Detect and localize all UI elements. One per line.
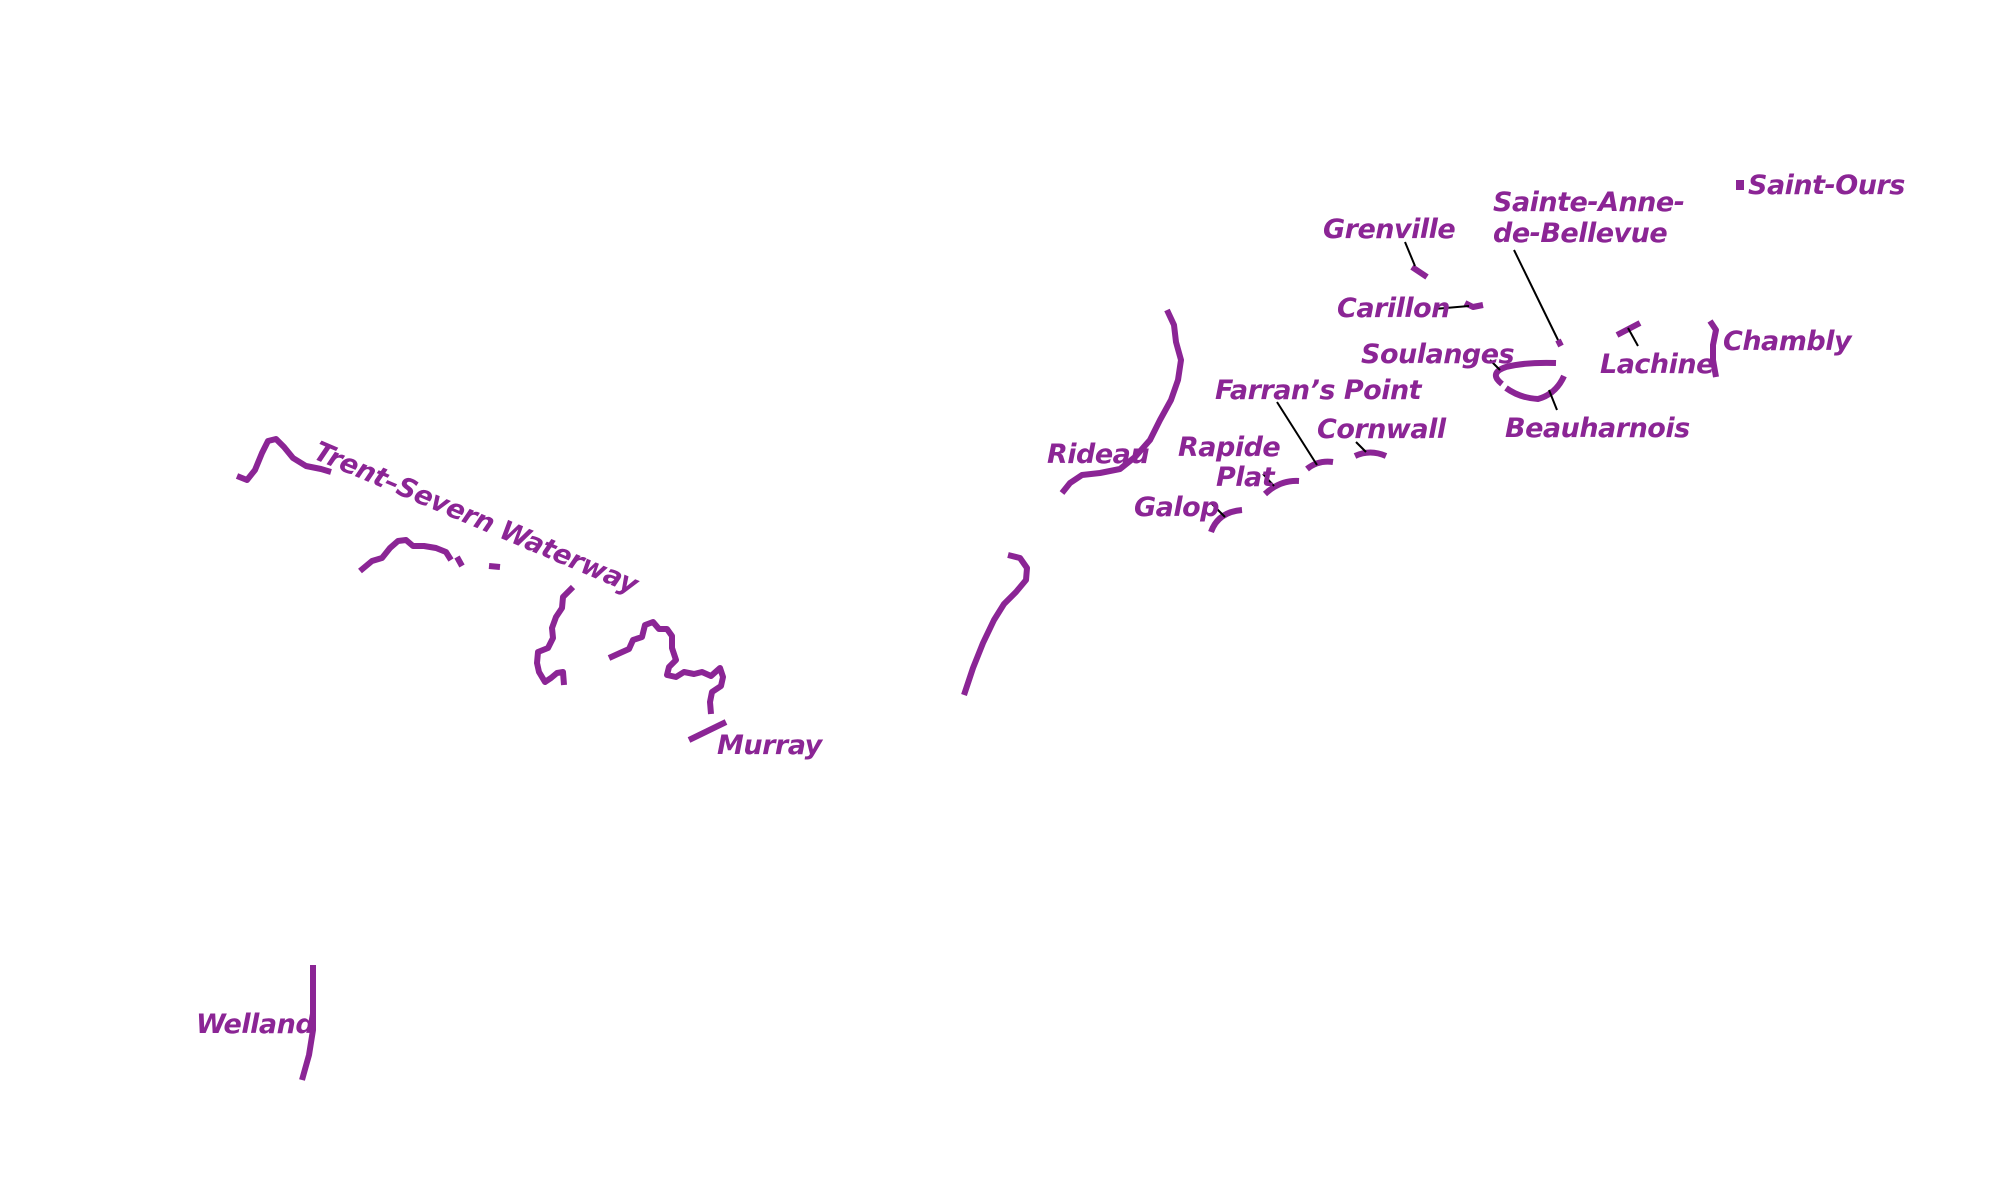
label-sainte-anne-de-bellevue-line-2: de-Bellevue: [1493, 218, 1667, 249]
trent-severn-segment-5: [534, 584, 576, 686]
trent-severn-segment-6: [607, 619, 726, 715]
label-carillon: Carillon: [1337, 293, 1450, 324]
label-murray: Murray: [717, 730, 824, 761]
trent-severn-segment-3: [454, 555, 465, 568]
trent-severn-segment-1: [235, 436, 332, 483]
trent-severn-segment-2: [358, 537, 454, 574]
sainte-anne-leader: [1513, 249, 1559, 341]
beauharnois-canal: [1504, 374, 1567, 402]
label-farrans-point: Farran’s Point: [1215, 375, 1423, 406]
label-lachine: Lachine: [1600, 349, 1714, 380]
label-soulanges: Soulanges: [1361, 339, 1515, 370]
farrans-point-canal: [1305, 458, 1334, 472]
murray-canal: [687, 719, 728, 743]
grenville-canal: [1410, 264, 1429, 280]
label-welland: Welland: [196, 1009, 315, 1040]
rapide-plat-canal: [1262, 477, 1300, 497]
rapide-plat-leader: [1262, 473, 1275, 487]
label-trent-severn-waterway: Trent–Severn Waterway: [309, 436, 644, 601]
label-chambly: Chambly: [1723, 326, 1853, 357]
galop-leader: [1210, 502, 1226, 518]
galop-canal: [1208, 507, 1243, 534]
label-rideau: Rideau: [1047, 439, 1149, 470]
carillon-canal: [1463, 300, 1484, 310]
label-rapide-plat-line-2: Plat: [1216, 462, 1276, 493]
rideau-canal-north: [1059, 308, 1184, 495]
welland-canal: [299, 965, 316, 1081]
label-cornwall: Cornwall: [1317, 414, 1447, 445]
cornwall-leader: [1355, 441, 1367, 453]
trent-severn-segment-4: [488, 563, 501, 570]
farrans-point-leader: [1276, 401, 1318, 466]
soulanges-canal: [1493, 359, 1557, 387]
carillon-leader: [1433, 305, 1470, 310]
label-beauharnois: Beauharnois: [1505, 413, 1690, 444]
label-saint-ours: Saint-Ours: [1748, 170, 1905, 201]
cornwall-canal: [1353, 449, 1388, 459]
label-grenville: Grenville: [1323, 214, 1455, 245]
chambly-canal: [1707, 319, 1719, 378]
canal-routes: [235, 180, 1744, 1081]
rideau-canal-south: [961, 552, 1030, 696]
grenville-leader: [1404, 241, 1416, 267]
canal-labels: Trent–Severn Waterway Murray Welland Rid…: [196, 170, 1906, 1040]
lachine-leader: [1627, 327, 1639, 347]
beauharnois-leader: [1548, 389, 1558, 411]
soulanges-leader: [1489, 359, 1501, 371]
sainte-anne-de-bellevue-canal: [1555, 338, 1564, 348]
label-galop: Galop: [1134, 492, 1219, 523]
leader-lines: [1210, 241, 1639, 518]
label-sainte-anne-de-bellevue-line-1: Sainte-Anne-: [1493, 187, 1684, 218]
label-rapide-plat-line-1: Rapide: [1178, 432, 1280, 463]
